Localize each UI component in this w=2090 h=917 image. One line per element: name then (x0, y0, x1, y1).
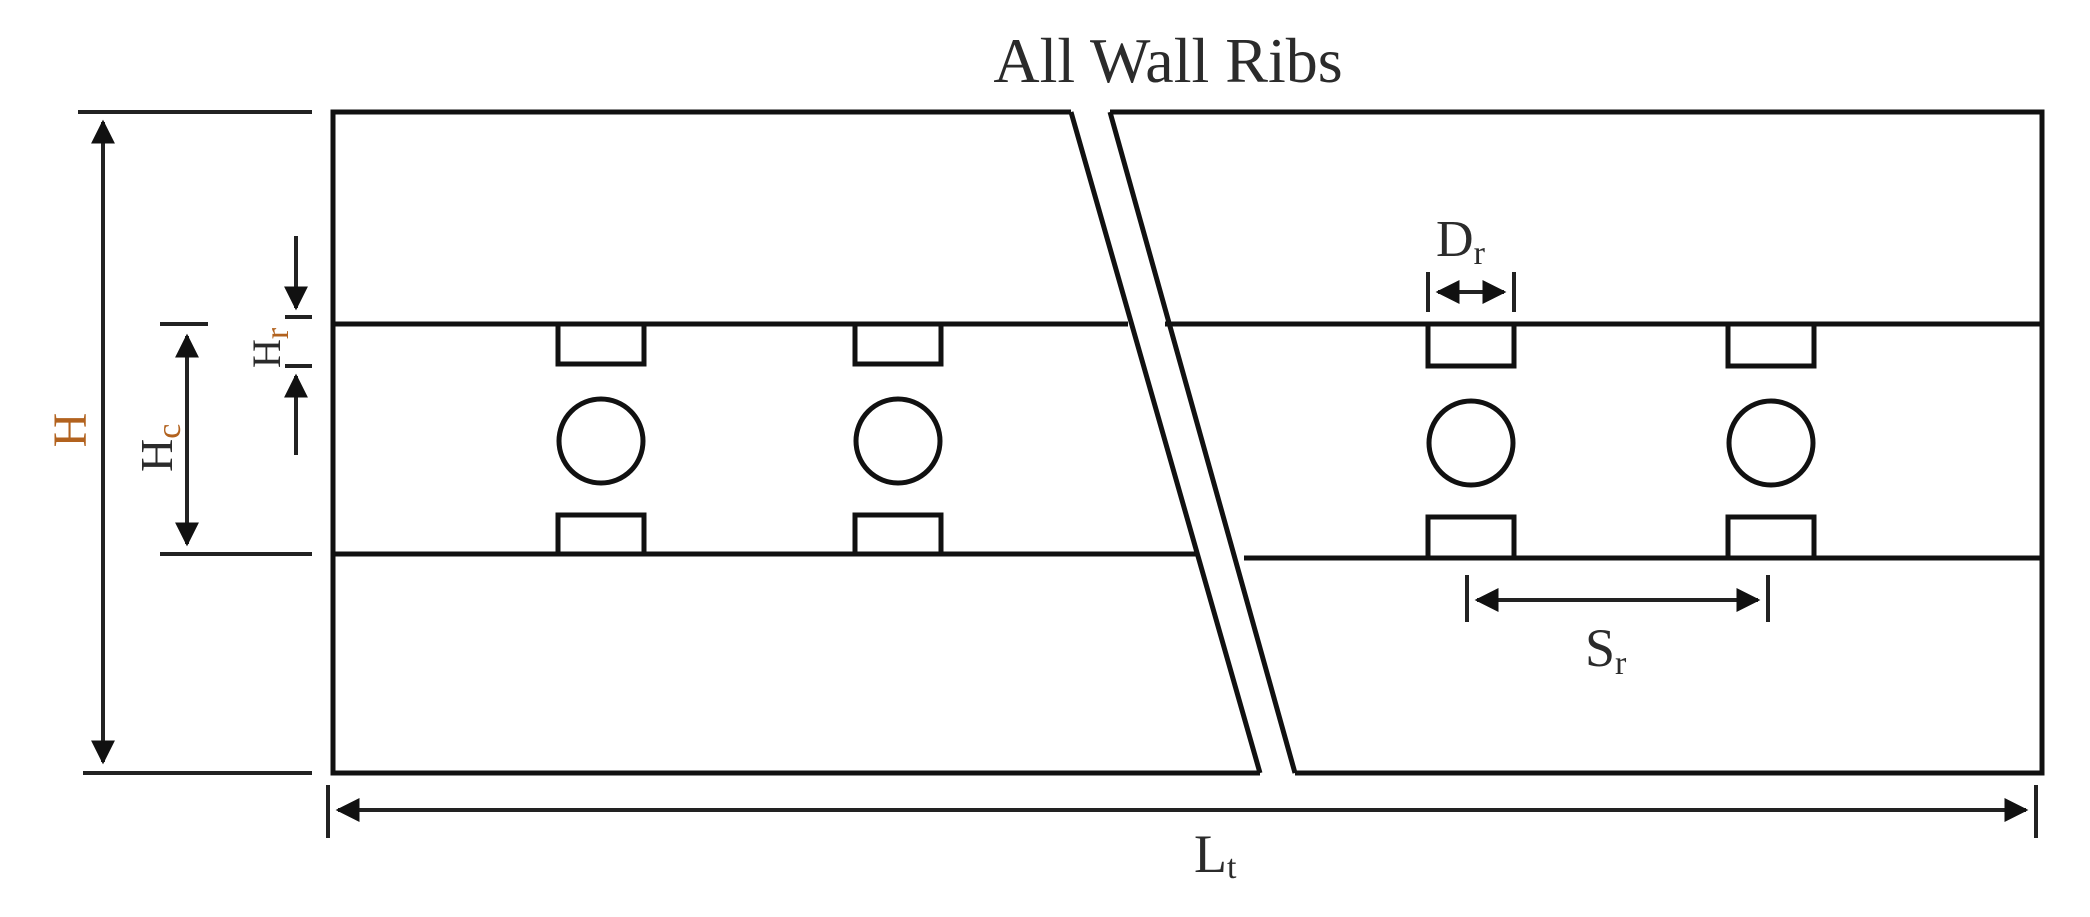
rib-station (1425, 321, 1517, 561)
left-channel-panel (330, 109, 1260, 776)
rib-station (555, 321, 647, 557)
bottom-rib (852, 512, 944, 557)
dimension-label-lt: Lt (1194, 824, 1237, 886)
circular-pin (1426, 398, 1516, 488)
right-channel-panel (1110, 109, 2045, 776)
top-rib (852, 321, 944, 367)
dimension-label-sr: Sr (1585, 618, 1627, 682)
dimension-dr: Dr (1426, 211, 1516, 312)
bottom-rib (555, 512, 647, 557)
top-rib (1725, 321, 1817, 369)
diagram-title: All Wall Ribs (993, 25, 1342, 96)
break-lines (1068, 111, 1298, 774)
top-rib (555, 321, 647, 367)
rib-station (1725, 321, 1817, 561)
dimension-hc: Hc (131, 322, 312, 556)
circular-pin (1726, 398, 1816, 488)
top-rib (1425, 321, 1517, 369)
circular-pin (556, 396, 646, 486)
dimension-label-hc: Hc (131, 424, 188, 472)
rib-station (852, 321, 944, 557)
bottom-rib (1425, 514, 1517, 561)
dimension-hr: Hr (244, 236, 312, 455)
dimension-label-h: H (44, 413, 97, 448)
bottom-rib (1725, 514, 1817, 561)
dimension-lt: Lt (326, 785, 2038, 886)
circular-pin (853, 396, 943, 486)
dimension-label-hr: Hr (244, 327, 296, 368)
dimension-sr: Sr (1465, 575, 1770, 682)
dimension-h: H (44, 110, 312, 775)
dimension-label-dr: Dr (1436, 211, 1486, 272)
